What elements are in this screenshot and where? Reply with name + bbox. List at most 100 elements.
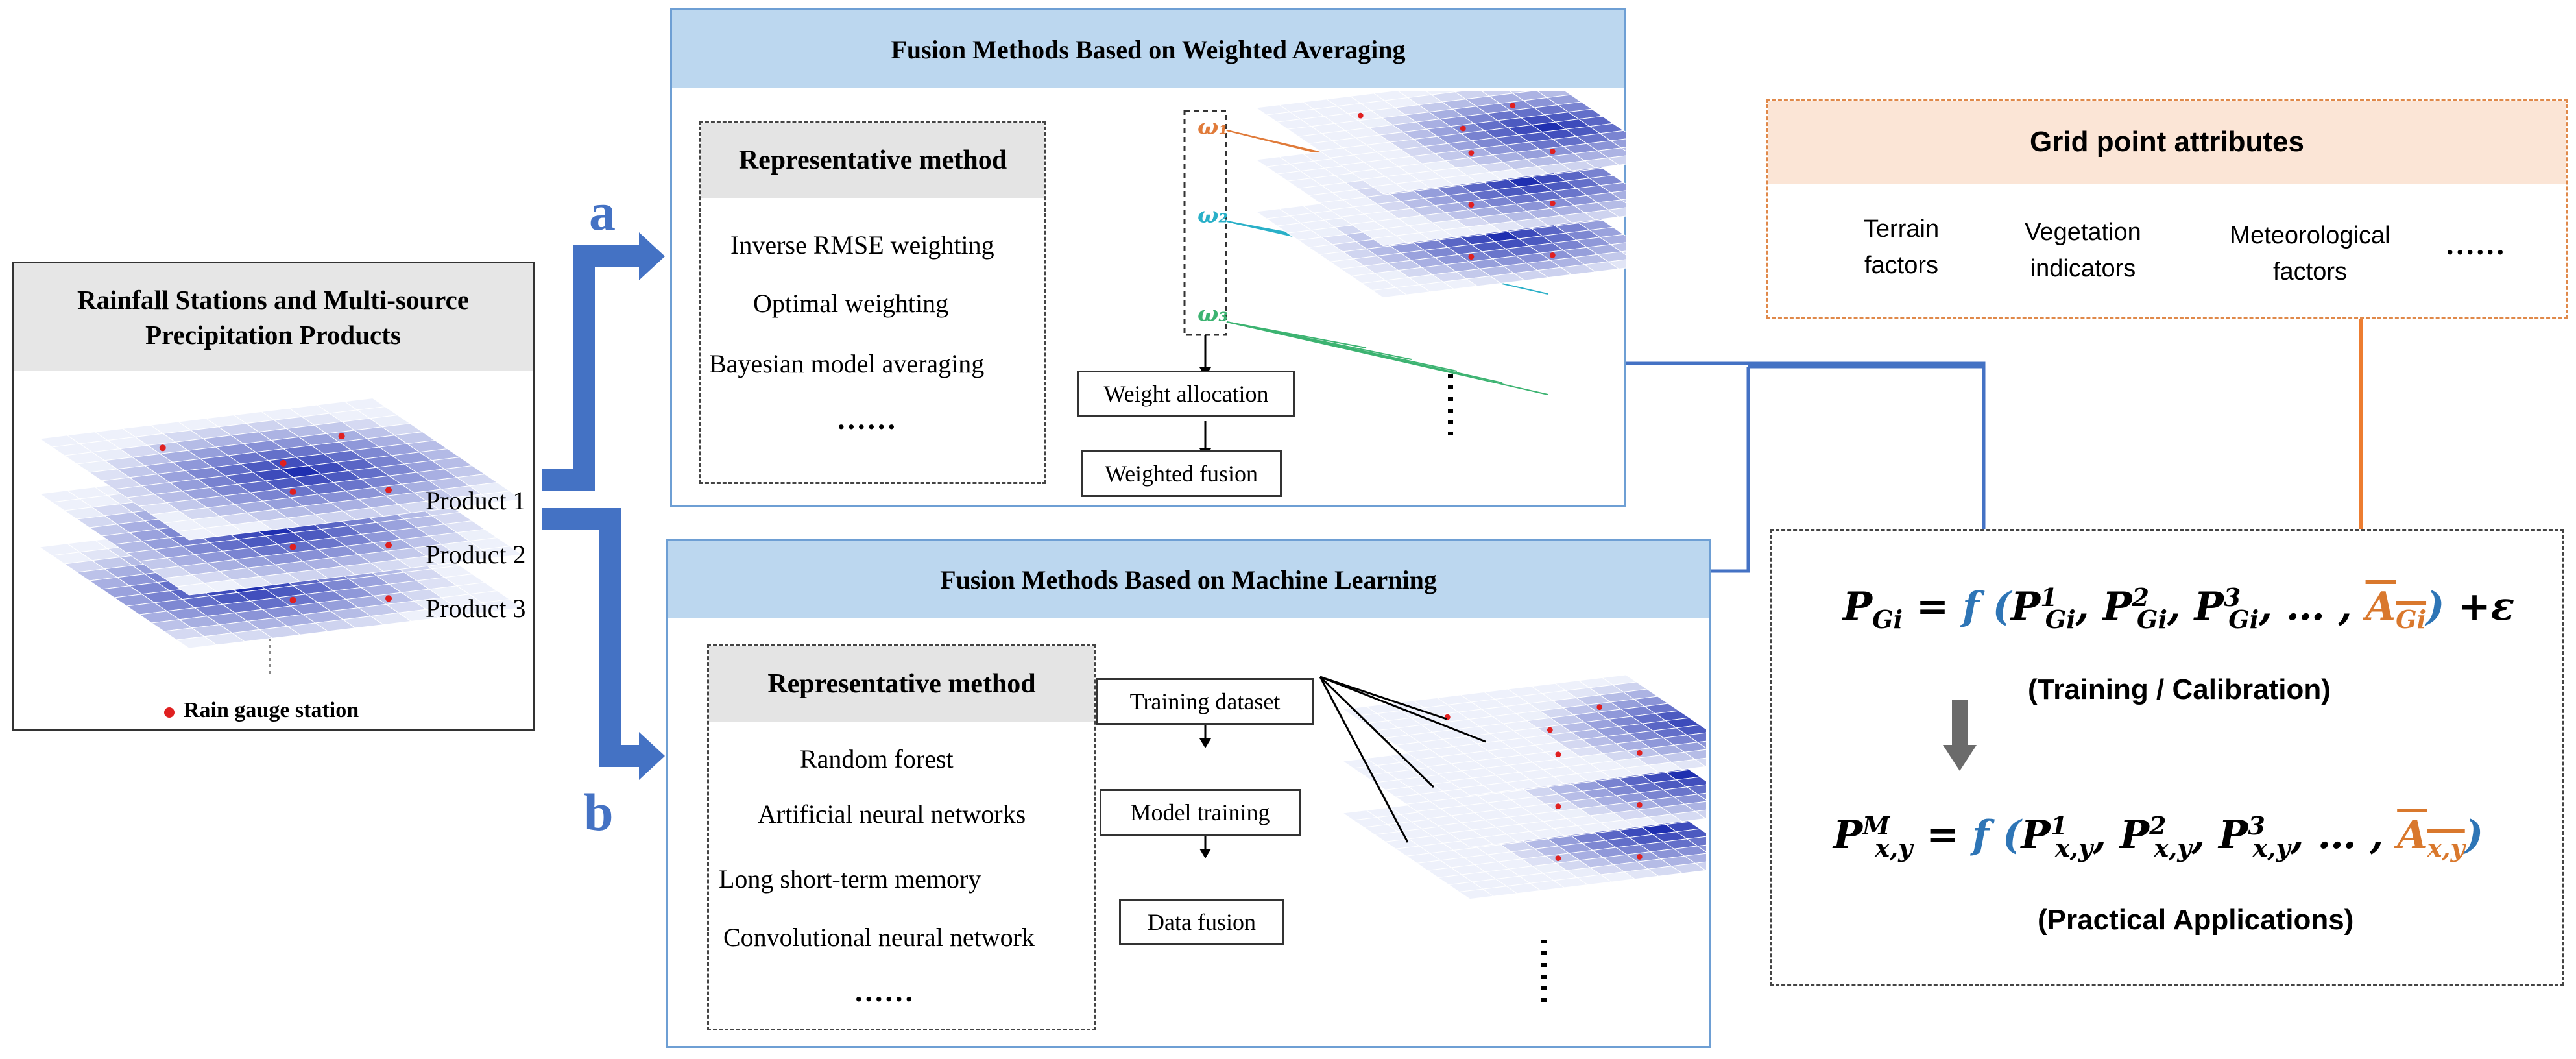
- grid-cell: [1596, 199, 1626, 210]
- ml-method-1: Random forest: [800, 744, 954, 773]
- rain-gauge-station: [1636, 750, 1643, 756]
- training-formula: PGi = f (P1Gi, P2Gi, P3Gi, … , AGi) +ε: [1843, 583, 2515, 634]
- data-fusion-box: Data fusion: [1119, 899, 1284, 945]
- rain-gauge-station: [1468, 254, 1475, 260]
- weighted-fusion-box: Weighted fusion: [1081, 450, 1282, 497]
- rain-gauge-station: [1549, 201, 1556, 206]
- application-formula: PMx,y = f (P1x,y, P2x,y, P3x,y, … , Ax,y…: [1833, 811, 2484, 862]
- ml-methods-ellipsis: ......: [855, 975, 915, 1008]
- training-caption: (Training / Calibration): [2028, 674, 2331, 705]
- rain-gauge-station: [1596, 704, 1603, 711]
- rain-gauge-station: [385, 542, 392, 549]
- ml-fusion-figure: [1199, 674, 1706, 1004]
- attribute-vegetation: Vegetation indicators: [2025, 219, 2141, 282]
- ml-method-3: Long short-term memory: [719, 864, 981, 894]
- attribute-terrain: Terrain factors: [1863, 215, 1940, 279]
- grid-cell: [1609, 190, 1626, 201]
- ml-panel-title: Fusion Methods Based on Machine Learning: [668, 541, 1709, 618]
- grid-cell: [1620, 199, 1626, 204]
- attribute-meteorological: Meteorological factors: [2230, 222, 2390, 286]
- grid-cell: [1673, 794, 1706, 805]
- product-label-3: Product 3: [426, 594, 526, 623]
- grid-cell: [1683, 749, 1706, 760]
- weight-omega-2: ω₂: [1198, 202, 1229, 228]
- rainfall-panel: Rainfall Stations and Multi-source Preci…: [12, 262, 535, 731]
- precipitation-layers-figure: [38, 398, 524, 718]
- weights-dashed-box: [1183, 110, 1227, 336]
- grid-cell: [1694, 861, 1706, 871]
- rain-gauge-station: [159, 444, 166, 452]
- weighted-fusion-figure: [1183, 91, 1626, 458]
- rain-gauge-station: [1555, 855, 1561, 862]
- ml-method-2: Artificial neural networks: [758, 799, 1026, 829]
- rain-gauge-legend: Rain gauge station: [184, 698, 359, 722]
- grid-cell: [481, 491, 524, 504]
- rain-gauge-station: [1555, 751, 1561, 758]
- weighted-method-2: Optimal weighting: [753, 289, 949, 318]
- grid-cell: [1694, 757, 1706, 767]
- grid-cell: [1607, 259, 1626, 269]
- down-arrow-icon: [1943, 700, 1977, 771]
- rain-gauge-station: [1636, 802, 1643, 808]
- application-caption: (Practical Applications): [2038, 904, 2354, 936]
- model-training-box: Model training: [1100, 789, 1301, 836]
- grid-cell: [1675, 828, 1706, 840]
- grid-attributes-title: Grid point attributes: [1768, 101, 2566, 184]
- product-label-1: Product 1: [426, 486, 526, 515]
- rain-gauge-station: [385, 487, 392, 494]
- grid-cell: [1609, 242, 1626, 252]
- weight-allocation-box: Weight allocation: [1077, 371, 1295, 417]
- grid-cell: [1599, 182, 1626, 193]
- grid-cell: [1596, 251, 1626, 262]
- grid-cell: [1620, 250, 1626, 256]
- rainfall-panel-title: Rainfall Stations and Multi-source Preci…: [14, 263, 533, 371]
- product-layer-1: [38, 398, 524, 541]
- rain-gauge-station: [289, 488, 296, 495]
- branch-arrow-a: [542, 245, 639, 491]
- weighted-layer-1: [1255, 91, 1626, 195]
- grid-cell: [1596, 147, 1626, 158]
- grid-cell: [1599, 130, 1626, 141]
- grid-cell: [1696, 740, 1706, 749]
- rain-gauge-station: [280, 459, 287, 467]
- fusion-formula-panel: PGi = f (P1Gi, P2Gi, P3Gi, … , AGi) +ε (…: [1770, 529, 2564, 986]
- rain-gauge-station: [1460, 125, 1466, 132]
- ml-rep-title: Representative method: [709, 646, 1094, 722]
- grid-cell: [481, 546, 524, 559]
- grid-cell: [1686, 836, 1706, 847]
- training-dataset-box: Training dataset: [1096, 678, 1314, 725]
- rain-gauge-station: [1357, 112, 1364, 119]
- weighted-averaging-panel: Fusion Methods Based on Weighted Averagi…: [670, 8, 1626, 507]
- machine-learning-panel: Fusion Methods Based on Machine Learning…: [666, 539, 1711, 1048]
- ml-layer-1: [1342, 674, 1706, 796]
- weighted-panel-title: Fusion Methods Based on Weighted Averagi…: [672, 10, 1624, 88]
- rain-gauge-station: [1468, 150, 1475, 156]
- rain-gauge-station: [1547, 727, 1553, 733]
- branch-arrow-b: [542, 508, 639, 767]
- weighted-method-3: Bayesian model averaging: [709, 349, 985, 378]
- grid-attributes-panel: Grid point attributes Terrain factors Ve…: [1766, 99, 2568, 319]
- ml-representative-box: Representative method Random forest Arti…: [707, 644, 1096, 1030]
- rain-gauge-station: [1549, 149, 1556, 154]
- station-legend-icon: [164, 707, 175, 718]
- grid-cell: [1683, 801, 1706, 812]
- product-label-2: Product 2: [426, 540, 526, 569]
- grid-cell: [1686, 784, 1706, 795]
- grid-cell: [1696, 844, 1706, 853]
- branch-label-b: b: [584, 783, 614, 842]
- grid-cell: [1607, 155, 1626, 165]
- grid-cell: [1675, 724, 1706, 736]
- rain-gauge-station: [338, 433, 345, 440]
- weighted-rep-title: Representative method: [701, 123, 1044, 198]
- grid-cell: [1675, 776, 1706, 788]
- grid-cell: [1620, 147, 1626, 152]
- grid-cell: [1673, 742, 1706, 753]
- training-links: [1319, 676, 1486, 843]
- grid-cell: [1686, 732, 1706, 743]
- grid-cell: [1673, 846, 1706, 857]
- weight-omega-1: ω₁: [1198, 114, 1229, 140]
- rain-gauge-station: [1549, 252, 1556, 258]
- rain-gauge-station: [289, 543, 296, 550]
- weighted-methods-ellipsis: ......: [837, 402, 898, 435]
